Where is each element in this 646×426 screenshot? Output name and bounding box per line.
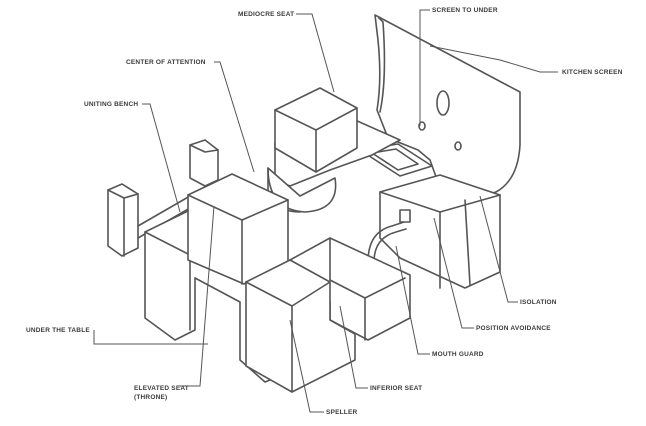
label-kitchen-screen: KITCHEN SCREEN [562, 69, 623, 76]
label-position-avoidance: POSITION AVOIDANCE [476, 325, 551, 332]
label-mouth-guard: MOUTH GUARD [432, 351, 484, 358]
kitchen-screen-panel [374, 14, 521, 201]
label-uniting-bench: UNITING BENCH [84, 101, 138, 108]
screen-small-hole-2 [454, 141, 462, 151]
label-mediocre-seat: MEDIOCRE SEAT [238, 11, 294, 18]
label-inferior-seat: INFERIOR SEAT [370, 385, 422, 392]
label-isolation: ISOLATION [520, 299, 557, 306]
elevated-seat-throne [187, 173, 289, 285]
leader-lines [93, 9, 558, 413]
speller-block [245, 259, 356, 393]
label-center-of-attention: CENTER OF ATTENTION [126, 59, 206, 66]
mediocre-seat-block [274, 87, 358, 173]
position-avoidance-block [379, 174, 501, 289]
diagram-labels: MEDIOCRE SEAT SCREEN TO UNDER KITCHEN SC… [26, 7, 623, 416]
screen-oval-hole [436, 90, 450, 116]
label-elevated-seat-throne: (THRONE) [134, 394, 167, 401]
label-screen-to-under: SCREEN TO UNDER [432, 7, 498, 14]
label-under-the-table: UNDER THE TABLE [26, 327, 90, 334]
label-elevated-seat: ELEVATED SEAT [134, 385, 189, 392]
label-speller: SPELLER [326, 409, 357, 416]
